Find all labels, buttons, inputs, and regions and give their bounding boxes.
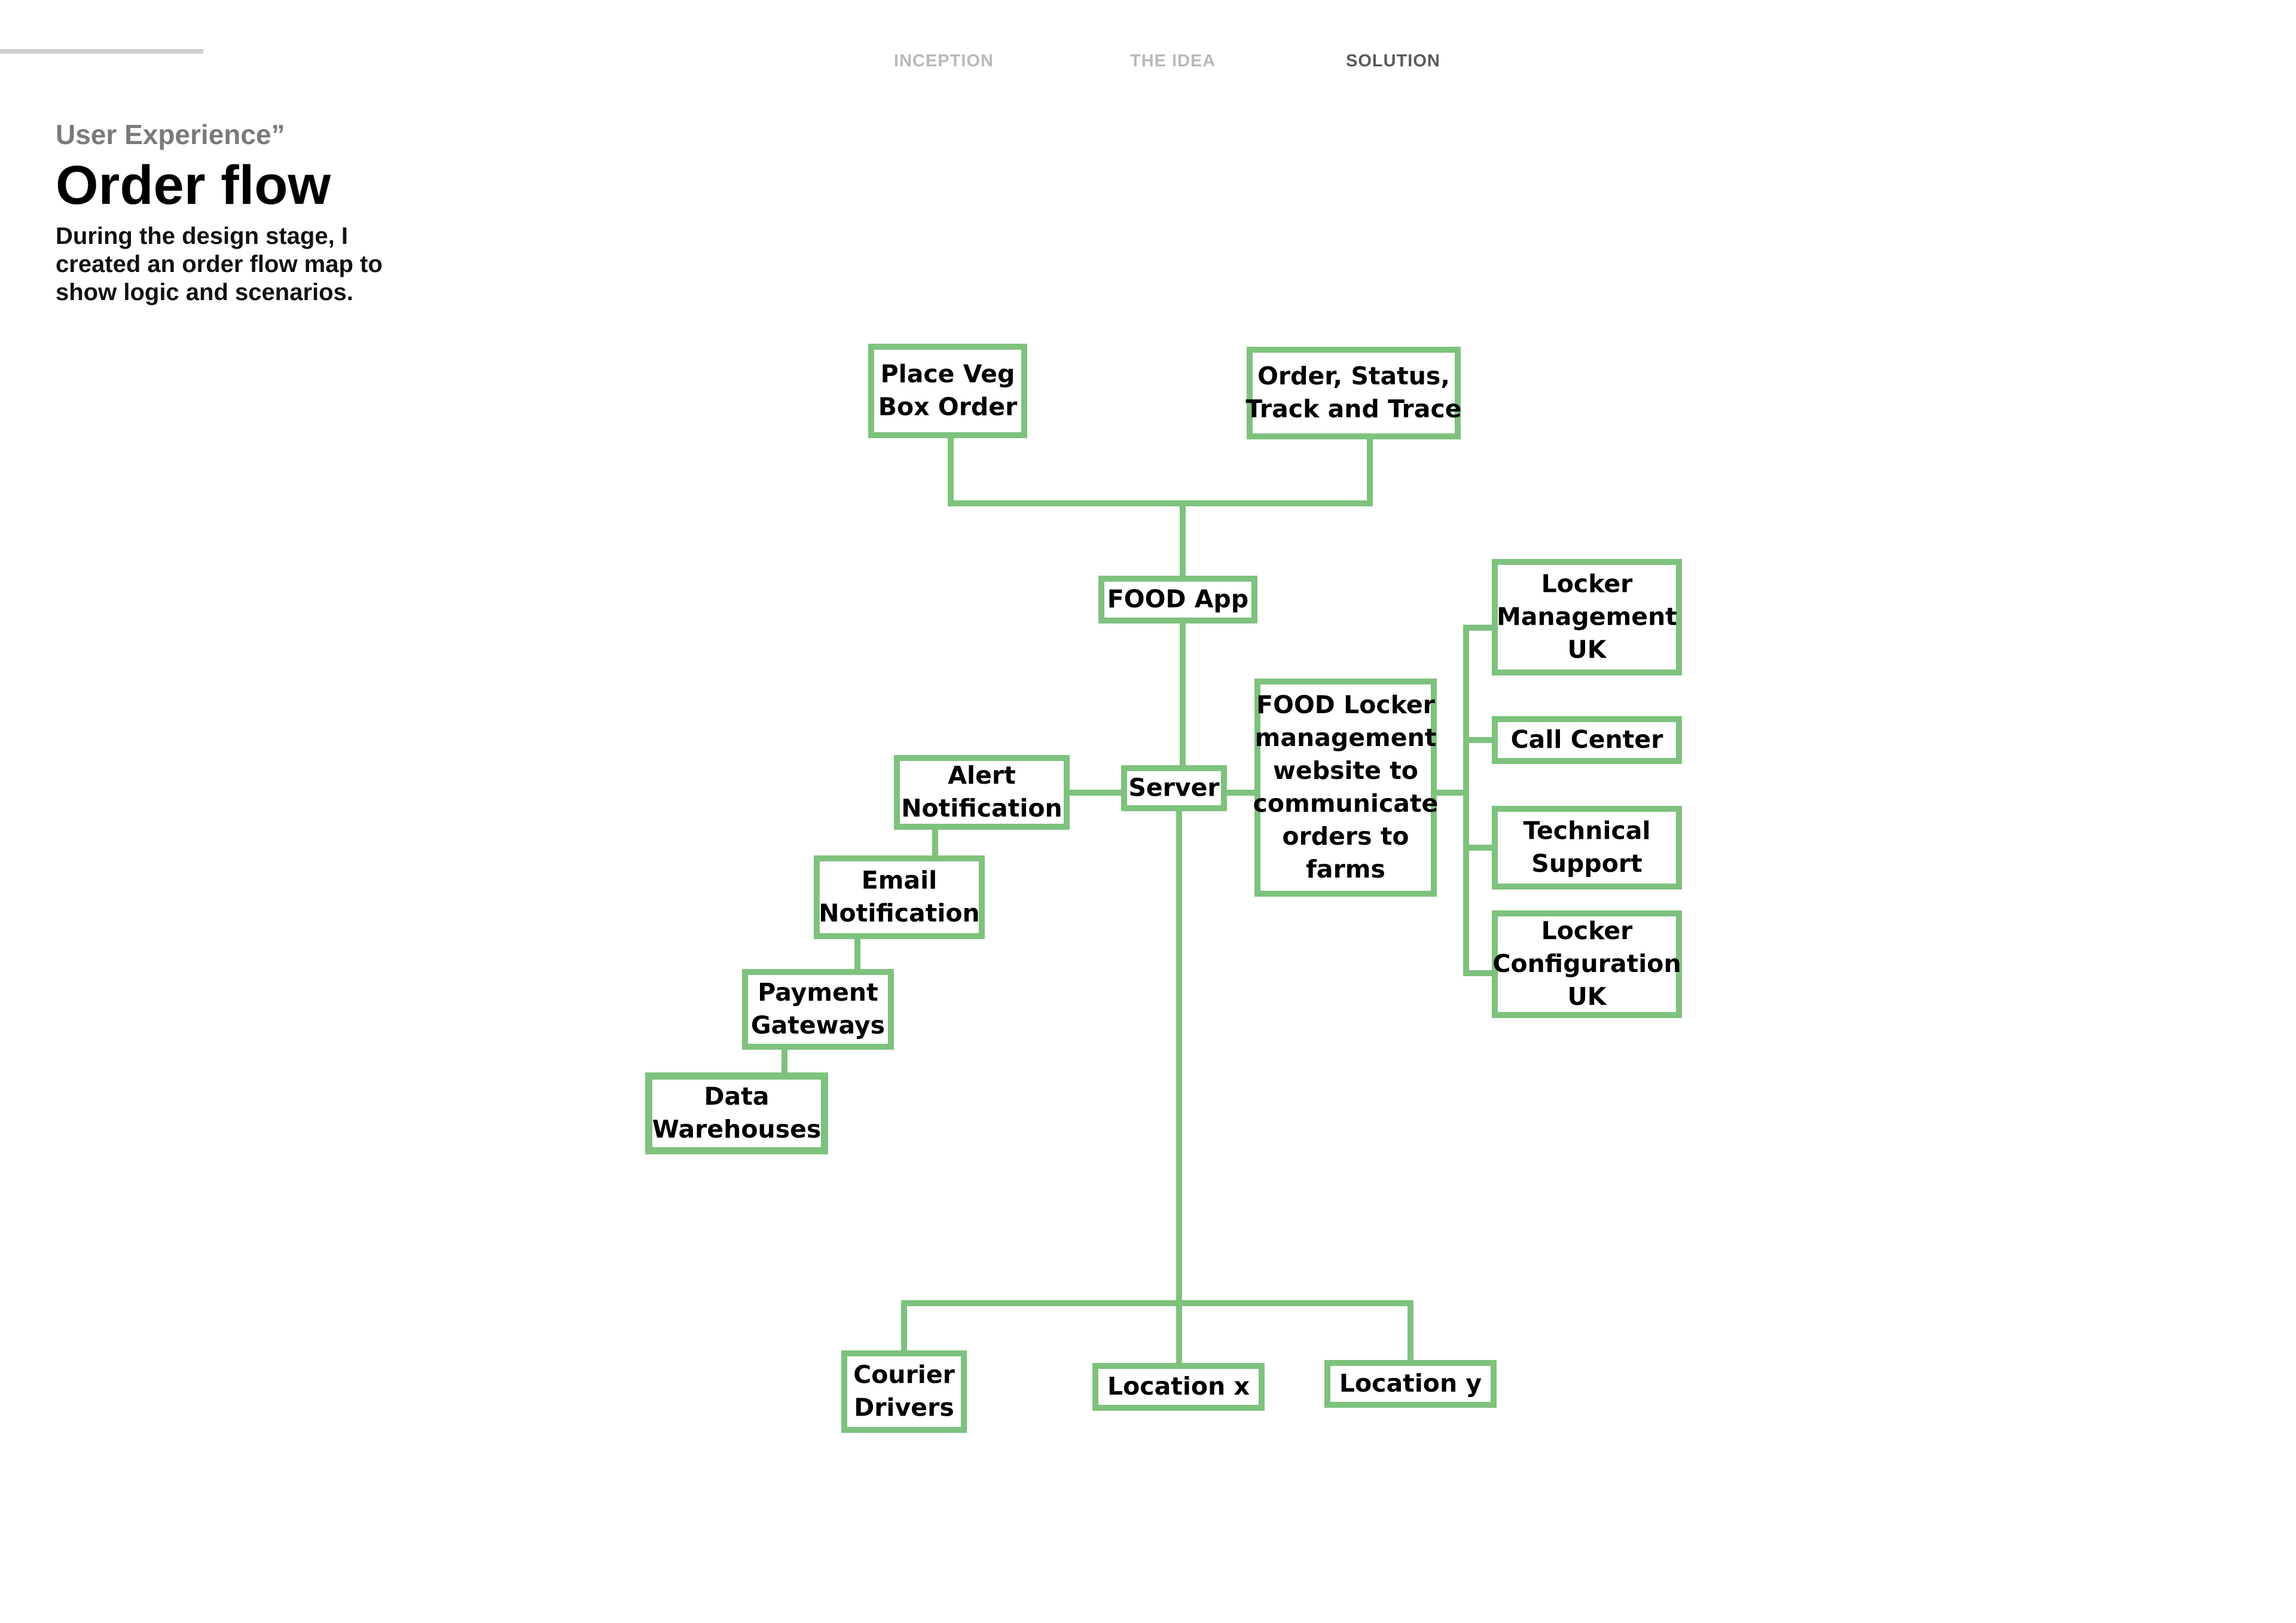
node-box bbox=[868, 344, 1027, 438]
node-label-line: Support bbox=[1531, 849, 1642, 878]
nav-link-the-idea[interactable]: THE IDEA bbox=[1130, 51, 1216, 71]
node-label-line: Payment bbox=[758, 978, 878, 1007]
node-box bbox=[1492, 910, 1682, 1018]
node-label-line: Notification bbox=[819, 899, 980, 928]
node-label-line: Drivers bbox=[854, 1393, 954, 1422]
node-label-line: Notification bbox=[901, 794, 1062, 823]
node-label-line: FOOD Locker bbox=[1256, 690, 1436, 719]
node-label-line: Order, Status, bbox=[1257, 362, 1450, 390]
bottom-branch-connector bbox=[901, 1300, 1413, 1366]
node-box bbox=[742, 969, 894, 1050]
node-label-line: Place Veg bbox=[881, 360, 1015, 389]
node-box bbox=[1254, 678, 1437, 897]
node-call-center[interactable]: Call Center bbox=[1492, 716, 1682, 764]
node-label-line: Location y bbox=[1339, 1369, 1482, 1398]
node-label-line: Configuration bbox=[1492, 949, 1681, 978]
node-box bbox=[814, 855, 985, 939]
node-box bbox=[1324, 1360, 1497, 1408]
node-label-line: website to bbox=[1273, 756, 1418, 785]
node-box bbox=[645, 1072, 828, 1154]
node-box bbox=[894, 755, 1070, 830]
node-label-line: Alert bbox=[948, 761, 1015, 790]
node-box bbox=[841, 1350, 967, 1433]
nav-link-solution[interactable]: SOLUTION bbox=[1346, 51, 1440, 71]
node-location-y[interactable]: Location y bbox=[1324, 1360, 1497, 1408]
node-label-line: management bbox=[1255, 723, 1437, 752]
node-label-line: Server bbox=[1128, 774, 1220, 802]
section-eyebrow: User Experience” bbox=[56, 119, 285, 150]
node-label-line: FOOD App bbox=[1107, 585, 1248, 613]
top-branch-connector bbox=[948, 432, 1373, 506]
node-server[interactable]: Server bbox=[1121, 765, 1227, 811]
node-label-line: Locker bbox=[1541, 916, 1634, 945]
node-label-line: Location x bbox=[1107, 1372, 1250, 1401]
node-label-line: Warehouses bbox=[652, 1115, 822, 1144]
node-box bbox=[1492, 806, 1682, 890]
top-navigation: INCEPTION THE IDEA SOLUTION bbox=[0, 51, 2296, 75]
node-box bbox=[1121, 765, 1227, 811]
node-box bbox=[1492, 559, 1682, 676]
node-label-line: Email bbox=[862, 866, 938, 895]
node-location-x[interactable]: Location x bbox=[1092, 1363, 1265, 1411]
node-food-locker-website[interactable]: FOOD Locker management website to communica… bbox=[1253, 678, 1439, 897]
progress-indicator-line bbox=[0, 49, 203, 54]
node-label-line: Locker bbox=[1541, 570, 1634, 598]
node-box bbox=[1092, 1363, 1265, 1411]
node-label-line: farms bbox=[1306, 855, 1385, 884]
node-label-line: Gateways bbox=[751, 1011, 885, 1040]
node-label-line: UK bbox=[1567, 635, 1607, 664]
node-label-line: Courier bbox=[853, 1361, 955, 1389]
node-box bbox=[1247, 347, 1461, 439]
node-label-line: Management bbox=[1497, 603, 1677, 631]
node-label-line: Track and Trace bbox=[1245, 395, 1461, 423]
page-description: During the design stage, I created an or… bbox=[56, 223, 383, 305]
node-label-line: communicate bbox=[1253, 789, 1439, 818]
node-label-line: UK bbox=[1567, 982, 1607, 1011]
nav-link-inception[interactable]: INCEPTION bbox=[894, 51, 994, 71]
node-label-line: Technical bbox=[1523, 817, 1650, 845]
node-box bbox=[1098, 576, 1257, 623]
node-food-app[interactable]: FOOD App bbox=[1098, 576, 1257, 623]
page-title: Order flow bbox=[56, 155, 331, 216]
node-label-line: orders to bbox=[1282, 822, 1409, 851]
node-label-line: Data bbox=[704, 1082, 770, 1111]
node-order-status-track[interactable]: Order, Status, Track and Trace bbox=[1245, 347, 1462, 439]
node-label-line: Box Order bbox=[878, 393, 1018, 421]
node-box bbox=[1492, 716, 1682, 764]
node-label-line: Call Center bbox=[1511, 725, 1664, 754]
